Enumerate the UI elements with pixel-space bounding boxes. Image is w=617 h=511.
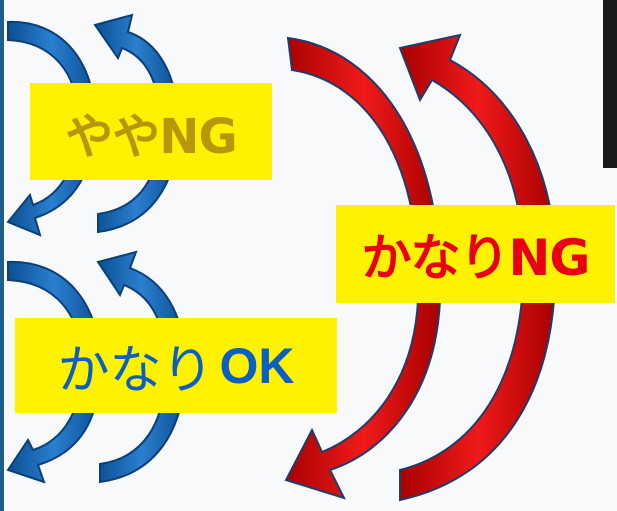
dark-edge-block xyxy=(603,0,617,168)
red-arrow-outer xyxy=(284,36,442,500)
kanari-ok-kana-text: かなり xyxy=(57,341,214,401)
label-kanari-ng: かなりNG xyxy=(336,205,615,303)
yaya-ng-text: ややNG xyxy=(65,108,238,165)
blue-arrow-top-outer xyxy=(6,20,97,237)
kanari-ok-latin-text: OK xyxy=(219,337,295,394)
left-border xyxy=(0,0,4,511)
label-kanari-ok: かなり OK xyxy=(15,318,337,413)
red-arrow-inner xyxy=(398,33,557,502)
kanari-ng-text: かなりNG xyxy=(361,229,591,287)
label-yaya-ng: ややNG xyxy=(30,83,272,180)
